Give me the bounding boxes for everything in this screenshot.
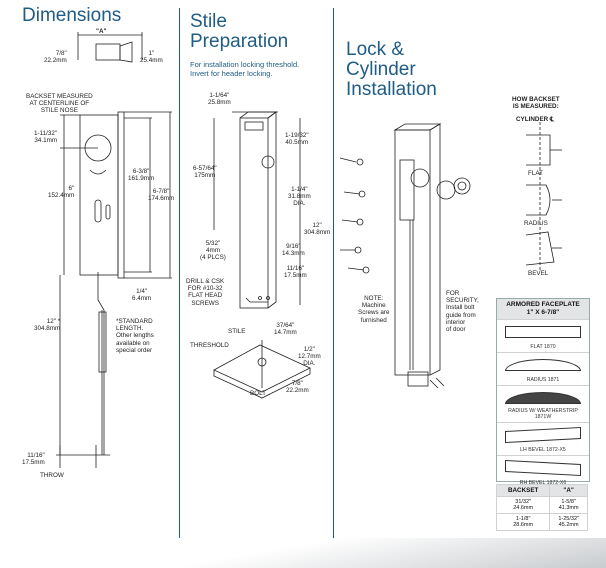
faceplate-weatherstrip-shape (505, 392, 581, 404)
bolt-label: BOLT (250, 390, 266, 397)
lock-title-line2: Cylinder (346, 58, 416, 80)
dim-7-8: 7/8" 22.2mm (44, 50, 67, 65)
faceplate-lh-bevel-caption: LH BEVEL 1872-X5 (520, 447, 566, 453)
table-row: 1-1/8" 28.6mm 1-25/32" 45.2mm (495, 513, 588, 531)
dim-1-4: 1/4" 6.4mm (132, 288, 152, 303)
stile-dim-9-16: 9/16" 14.3mm (282, 243, 305, 258)
backset-heading: HOW BACKSET IS MEASURED: (512, 96, 560, 111)
a-cell: 1-5/8" 41.3mm (549, 496, 588, 514)
faceplate-row-radius: RADIUS 1871 (497, 352, 589, 385)
threshold-label: THRESHOLD (190, 342, 229, 349)
dim-a-label: "A" (96, 28, 107, 35)
faceplate-row-flat: FLAT 1870 (497, 319, 589, 352)
divider-1 (179, 8, 180, 540)
stile-note-line2: Invert for header locking. (190, 69, 273, 79)
flat-label: FLAT (528, 170, 543, 177)
dim-6: 6" 152.4mm (48, 185, 75, 200)
backset-diagrams (525, 122, 562, 270)
dim-6-3-8: 6-3/8" 161.9mm (128, 168, 155, 183)
stile-dim-11-16: 11/16" 17.5mm (284, 265, 307, 280)
backset-cell: 1-1/8" 28.6mm (495, 513, 551, 531)
dim-11-16: 11/16" 17.5mm (22, 452, 45, 467)
armored-faceplate-panel: ARMORED FACEPLATE 1" X 6-7/8" FLAT 1870 … (496, 298, 590, 486)
dim-1-11-32: 1-11/32" 34.1mm (34, 130, 58, 145)
dimensions-title: Dimensions (22, 5, 122, 26)
stile-title-line1: Stile (190, 11, 227, 32)
stile-dim-12: 12" 304.8mm (304, 222, 331, 237)
security-note: FOR SECURITY, Install bolt guide from in… (446, 290, 479, 334)
page-curl-shadow (150, 538, 606, 568)
machine-screws-note: NOTE: Machine Screws are furnished (358, 295, 390, 324)
stile-dim-37-64: 37/64" 14.7mm (274, 322, 297, 337)
bevel-label: BEVEL (528, 270, 549, 277)
lock-title-line1: Lock & (346, 39, 405, 60)
faceplate-flat-caption: FLAT 1870 (530, 344, 556, 350)
faceplate-rh-bevel-caption: RH BEVEL 1872-X6 (519, 480, 567, 486)
stile-dim-1-2: 1/2" 12.7mm DIA. (298, 346, 321, 368)
dim-12: 12" * 304.8mm (34, 318, 61, 333)
stile-dim-1-1-64: 1-1/64" 25.8mm (208, 92, 231, 107)
faceplate-flat-shape (505, 326, 581, 338)
stile-dim-1-19-32: 1-19/32" 40.5mm (285, 132, 309, 147)
backset-header: BACKSET (495, 484, 551, 497)
standard-length-note: *STANDARD LENGTH. Other lengths availabl… (116, 318, 154, 354)
top-bolt-drawing (77, 32, 143, 63)
lock-body-drawing (60, 111, 172, 279)
faceplate-rh-bevel-shape (505, 460, 581, 476)
faceplate-radius-caption: RADIUS 1871 (526, 377, 560, 383)
stile-title-line2: Preparation (190, 30, 289, 52)
dim-1: 1" 25.4mm (140, 50, 163, 65)
backset-table: BACKSET "A" 31/32" 24.6mm 1-5/8" 41.3mm … (495, 484, 588, 531)
dim-6-7-8: 6-7/8" 174.6mm (148, 188, 175, 203)
faceplate-radius-shape (505, 359, 581, 371)
backset-note: BACKSET MEASURED AT CENTERLINE OF STILE … (26, 93, 93, 115)
table-row: 31/32" 24.6mm 1-5/8" 41.3mm (495, 496, 588, 514)
stile-drawing (213, 111, 311, 399)
faceplate-row-rh-bevel: RH BEVEL 1872-X6 (497, 455, 589, 488)
stile-title: Stile Preparation (190, 12, 288, 52)
stile-dim-1-1-4: 1-1/4" 31.8mm DIA. (288, 186, 311, 208)
stile-dim-6-57-64: 6-57/64" 175mm (193, 165, 217, 180)
faceplate-lh-bevel-shape (505, 427, 581, 443)
lock-title: Lock & Cylinder Installation (346, 40, 437, 100)
throw-label: THROW (40, 472, 64, 479)
a-cell: 1-25/32" 45.2mm (549, 513, 588, 531)
stile-note-line1: For installation locking threshold. (190, 60, 300, 69)
stile-note: For installation locking threshold. Inve… (190, 60, 299, 79)
cylinder-label: CYLINDER ℄ (516, 116, 554, 123)
faceplate-row-weatherstrip: RADIUS W/ WEATHERSTRIP 1871W (497, 385, 589, 422)
faceplate-row-lh-bevel: LH BEVEL 1872-X5 (497, 422, 589, 455)
drill-note: DRILL & CSK FOR #10-32 FLAT HEAD SCREWS (186, 278, 225, 307)
stile-dim-7-8: 7/8" 22.2mm (286, 380, 309, 395)
lock-title-line3: Installation (346, 78, 437, 100)
faceplate-heading: ARMORED FACEPLATE 1" X 6-7/8" (497, 299, 589, 319)
faceplate-weatherstrip-caption: RADIUS W/ WEATHERSTRIP 1871W (508, 408, 578, 420)
stile-dim-5-32: 5/32" 4mm (4 PLCS) (200, 240, 226, 262)
divider-2 (333, 8, 334, 540)
backset-cell: 31/32" 24.6mm (495, 496, 551, 514)
rod-drawing (56, 272, 110, 468)
stile-label: STILE (228, 328, 246, 335)
a-header: "A" (549, 484, 588, 497)
lock-cylinder-drawing (339, 123, 471, 389)
backset-table-header: BACKSET "A" (495, 484, 588, 497)
radius-label: RADIUS (524, 220, 548, 227)
